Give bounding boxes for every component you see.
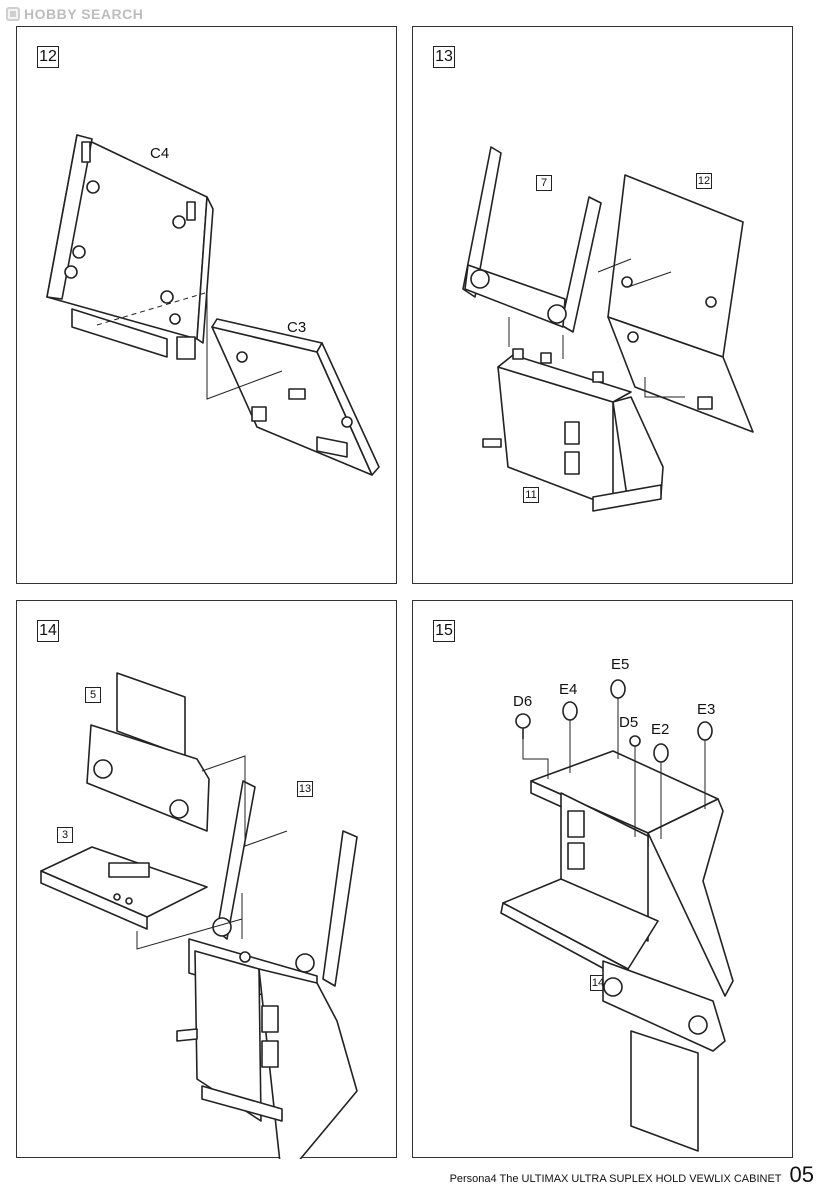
page-number: 05 bbox=[789, 1162, 814, 1187]
cabinet-frame-assembly-drawing bbox=[462, 146, 754, 512]
hobby-search-watermark: HOBBY SEARCH bbox=[6, 4, 143, 24]
part-label-d6: D6 bbox=[513, 693, 533, 710]
part-label-e2: E2 bbox=[651, 721, 670, 738]
monitor-housing-assembly-drawing bbox=[46, 134, 380, 476]
ref-step-5: 5 bbox=[85, 687, 101, 703]
cabinet-details-assembly-drawing bbox=[500, 679, 734, 1152]
part-label-e3: E3 bbox=[697, 701, 716, 718]
footer-product-title: Persona4 The ULTIMAX ULTRA SUPLEX HOLD V… bbox=[449, 1173, 782, 1185]
page-footer: Persona4 The ULTIMAX ULTRA SUPLEX HOLD V… bbox=[450, 1162, 814, 1188]
hobby-search-logo-icon bbox=[6, 7, 20, 21]
step-15-panel: 15 E5 D6 E4 D5 E2 E3 14 bbox=[412, 600, 793, 1158]
step-13-panel: 13 7 12 11 bbox=[412, 26, 793, 584]
step-12-panel: 12 C4 C3 bbox=[16, 26, 397, 584]
ref-step-12: 12 bbox=[696, 173, 712, 189]
part-label-d5: D5 bbox=[619, 714, 639, 731]
part-label-e5: E5 bbox=[611, 656, 630, 673]
step-number: 13 bbox=[433, 46, 455, 68]
step-number: 14 bbox=[37, 620, 59, 642]
ref-step-3: 3 bbox=[57, 827, 73, 843]
step-number: 15 bbox=[433, 620, 455, 642]
part-label-c4: C4 bbox=[150, 145, 170, 162]
watermark-text: HOBBY SEARCH bbox=[24, 6, 144, 22]
ref-step-7: 7 bbox=[536, 175, 552, 191]
part-label-c3: C3 bbox=[287, 319, 307, 336]
ref-step-14: 14 bbox=[590, 975, 606, 991]
step-number: 12 bbox=[37, 46, 59, 68]
control-panel-assembly-drawing bbox=[40, 672, 358, 1159]
step-14-panel: 14 5 3 13 bbox=[16, 600, 397, 1159]
ref-step-11: 11 bbox=[523, 487, 539, 503]
ref-step-13: 13 bbox=[297, 781, 313, 797]
part-label-e4: E4 bbox=[559, 681, 578, 698]
